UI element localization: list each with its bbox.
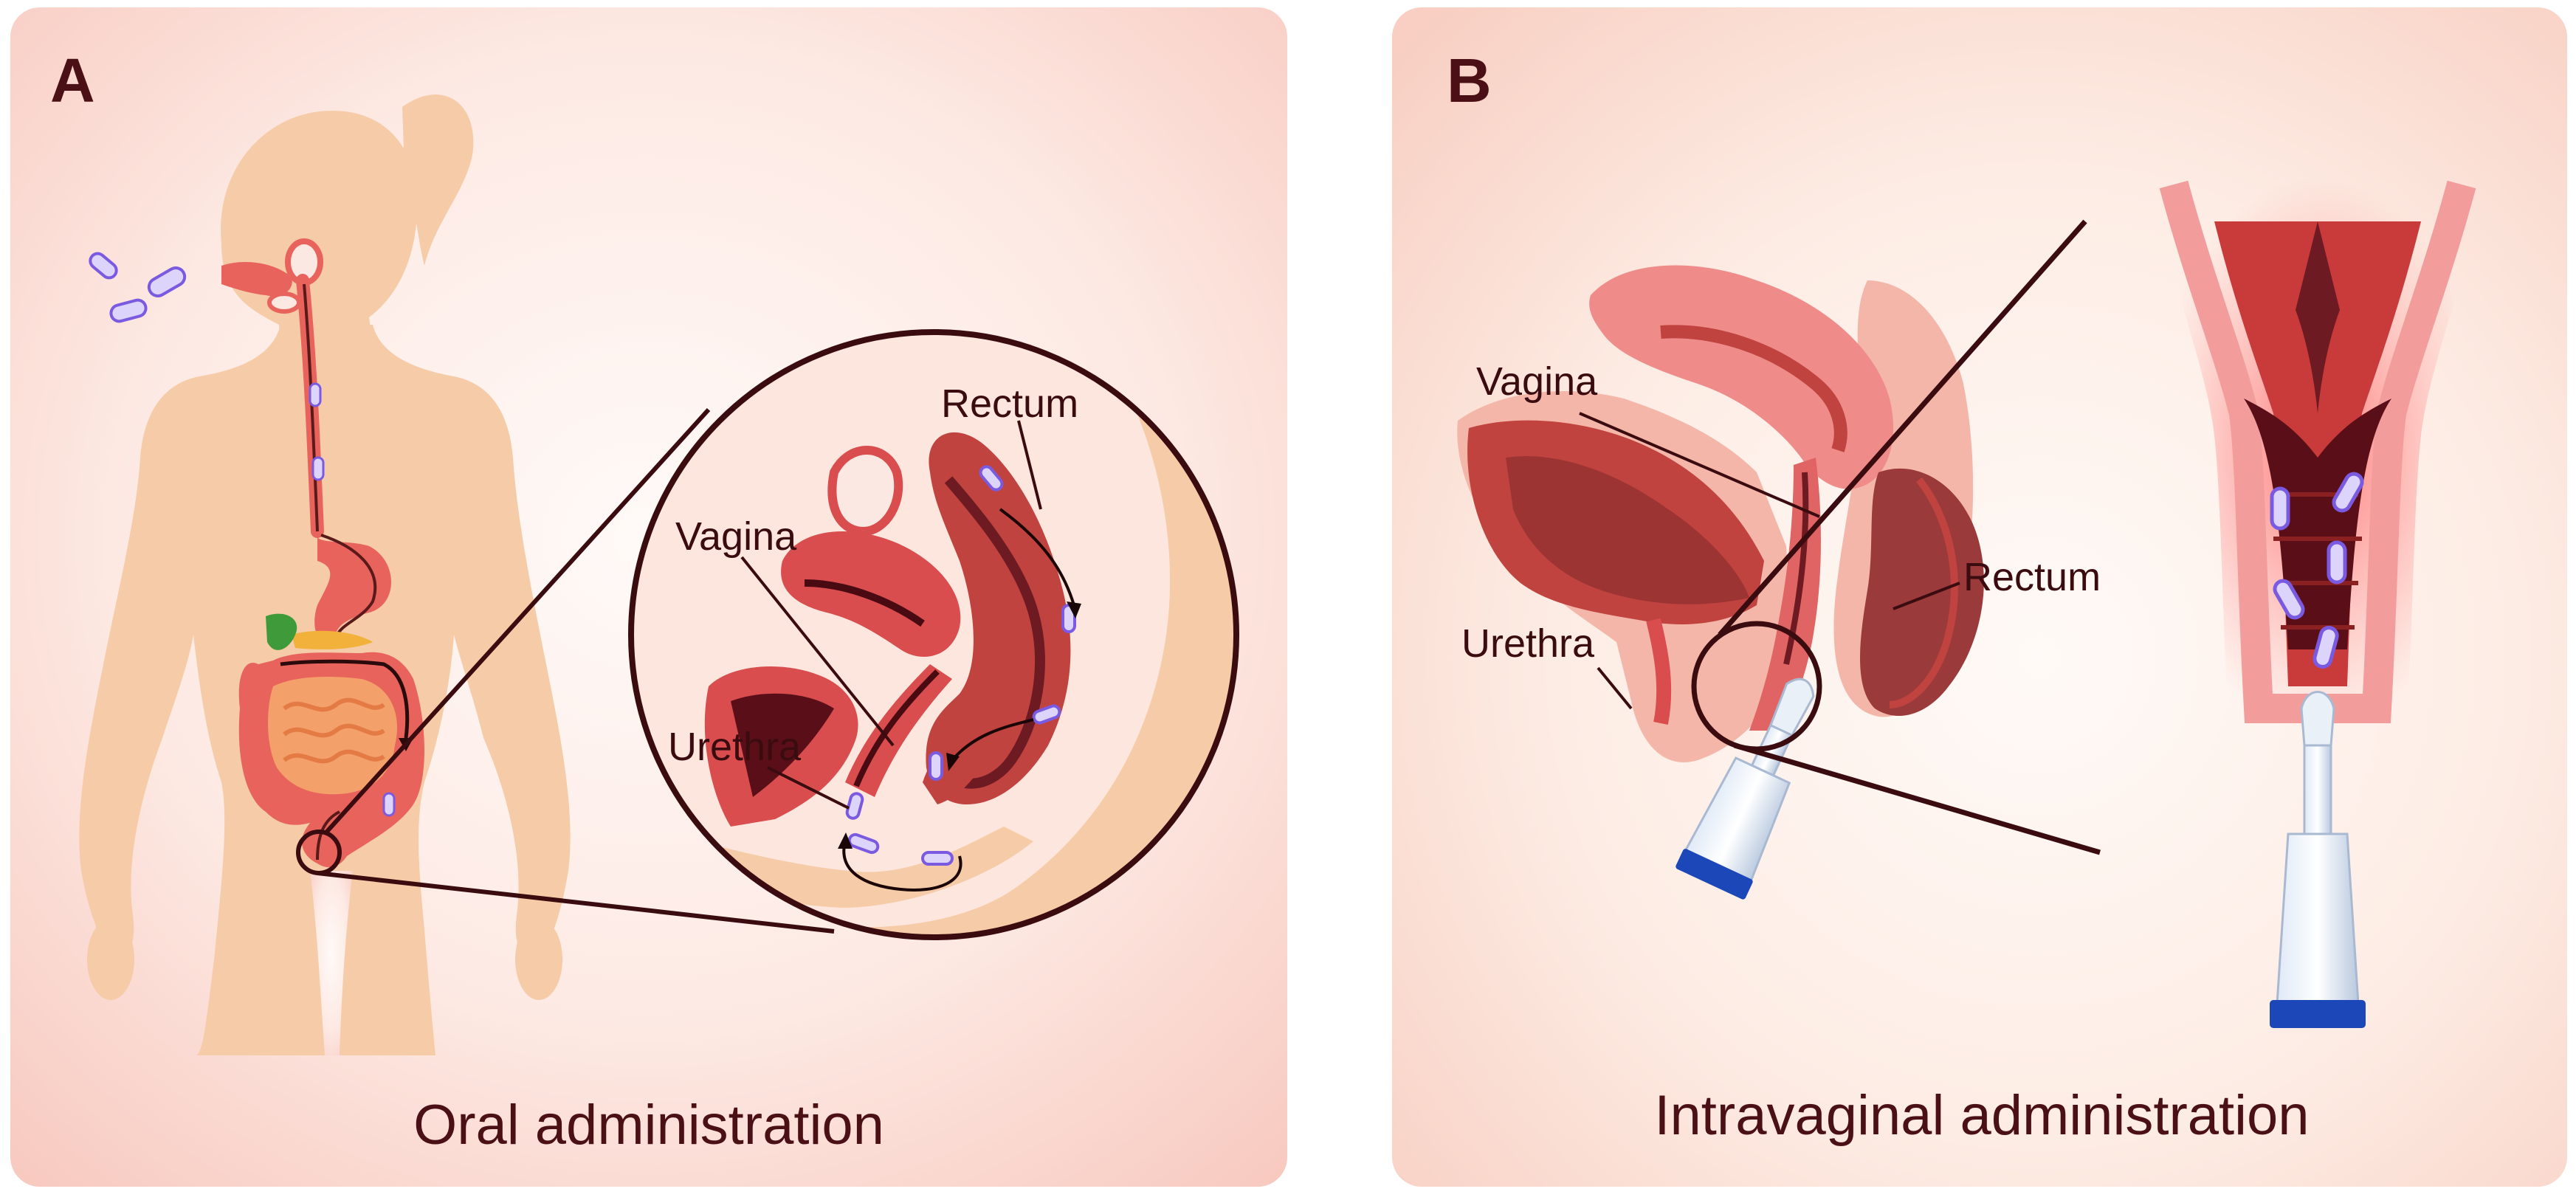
gallbladder — [266, 613, 297, 650]
label-vagina-a: Vagina — [675, 514, 797, 559]
applicator-icon — [1676, 677, 1815, 900]
label-rectum-b: Rectum — [1963, 555, 2101, 599]
label-urethra-b: Urethra — [1461, 621, 1595, 666]
bacteria-icon — [845, 792, 864, 820]
bacteria-icon — [2312, 626, 2339, 669]
bacteria-icon — [147, 266, 187, 297]
panel-a: Rectum Vagina Urethra A Oral administrat… — [10, 7, 1287, 1187]
bacteria-icon — [2327, 540, 2347, 585]
panel-b: Vagina Rectum Urethra B Intrav — [1392, 7, 2567, 1187]
label-vagina-b: Vagina — [1476, 359, 1598, 404]
uterus-b — [1589, 265, 1894, 489]
bacteria-icon — [1032, 704, 1061, 725]
caption-a: Oral administration — [413, 1094, 884, 1156]
bacteria-icon — [847, 832, 880, 855]
bacteria-icon — [921, 851, 954, 866]
bacteria-icon — [109, 298, 148, 323]
caption-b: Intravaginal administration — [1654, 1084, 2309, 1147]
bacteria-icon — [2332, 472, 2364, 513]
applicator-icon — [2270, 691, 2366, 1028]
magnifier-b — [1691, 621, 1822, 752]
bacteria-group-oral — [89, 252, 396, 817]
rectum-b — [1860, 468, 1984, 716]
bacteria-icon — [2273, 579, 2305, 620]
bacteria-icon — [309, 382, 322, 407]
bacteria-icon — [311, 456, 325, 481]
bacteria-icon — [382, 792, 396, 817]
panel-letter-b: B — [1447, 46, 1492, 115]
pancreas — [292, 630, 373, 649]
label-urethra-a: Urethra — [668, 725, 802, 769]
panel-letter-a: A — [50, 46, 95, 115]
label-rectum-a: Rectum — [941, 382, 1078, 426]
bacteria-icon — [979, 465, 1004, 492]
transit-path — [280, 659, 410, 739]
bacteria-icon — [2270, 486, 2290, 531]
oral-cavity — [221, 262, 292, 297]
bacteria-icon — [929, 751, 943, 781]
bacteria-icon — [89, 252, 118, 280]
stomach — [314, 531, 391, 644]
